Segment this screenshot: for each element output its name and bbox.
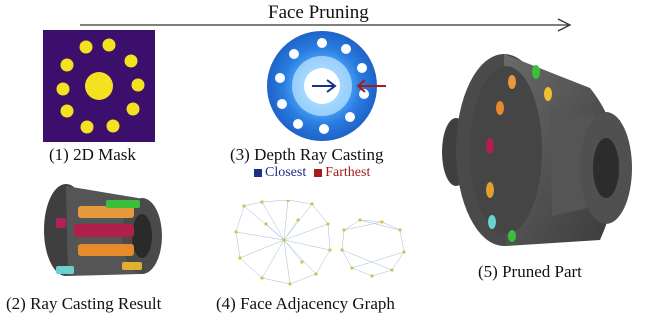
closest-label: Closest bbox=[265, 165, 307, 180]
step-3-label: (3) Depth Ray Casting bbox=[230, 145, 384, 164]
step-2-label: (2) Ray Casting Result bbox=[6, 294, 162, 313]
mask-image bbox=[43, 30, 155, 142]
step-4-label: (4) Face Adjacency Graph bbox=[216, 294, 395, 313]
pipeline-arrow bbox=[80, 18, 572, 32]
step-5-label: (5) Pruned Part bbox=[478, 262, 582, 281]
farthest-label: Farthest bbox=[325, 165, 371, 180]
face-adjacency-graph-image bbox=[234, 200, 406, 286]
legend-closest: Closest bbox=[254, 165, 306, 181]
closest-swatch bbox=[254, 168, 262, 177]
pruned-part-image bbox=[442, 54, 632, 246]
farthest-swatch bbox=[314, 168, 323, 177]
ray-casting-result-image bbox=[44, 184, 162, 276]
depth-ray-casting-image bbox=[267, 31, 386, 141]
diagram-title: Face Pruning bbox=[268, 2, 369, 23]
step-1-label: (1) 2D Mask bbox=[49, 145, 136, 164]
depth-legend: Closest Farthest bbox=[254, 165, 370, 181]
legend-farthest: Farthest bbox=[314, 165, 370, 181]
